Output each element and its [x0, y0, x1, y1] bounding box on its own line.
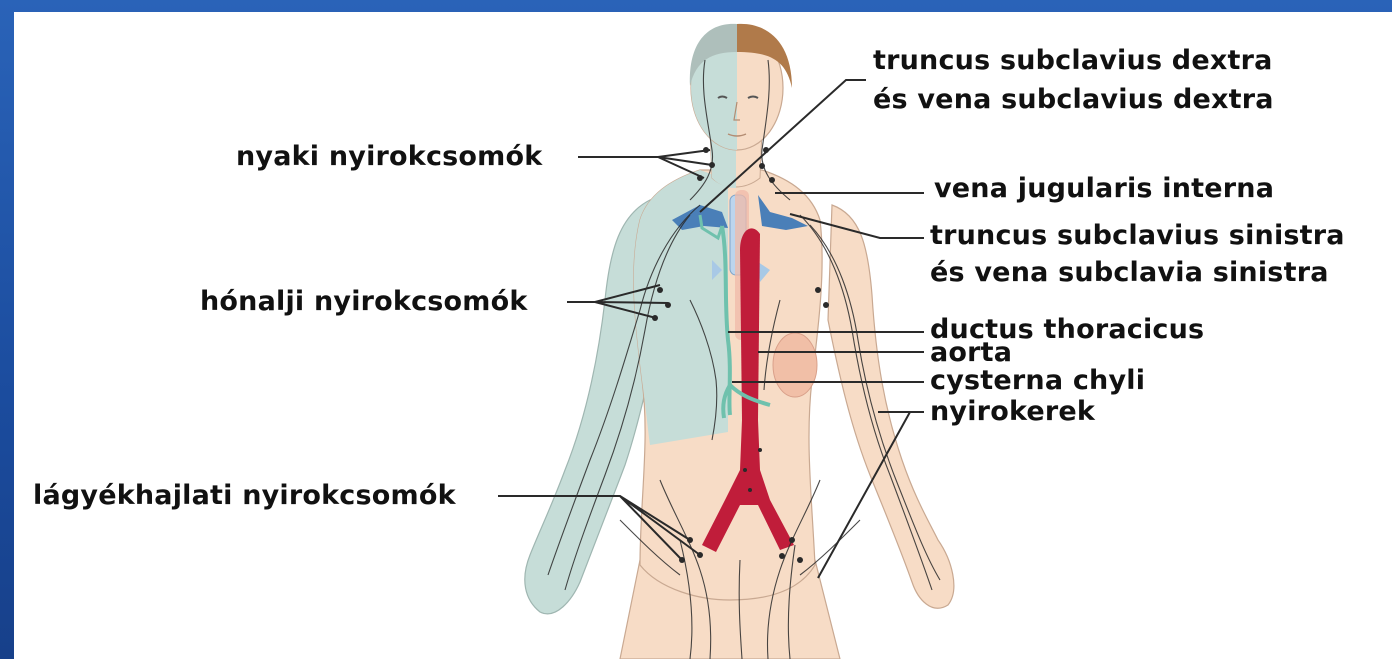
- label-lymph-vessels: nyirokerek: [930, 396, 1095, 427]
- label-left-subclavian-line2: és vena subclavia sinistra: [930, 257, 1329, 288]
- label-cisterna-chyli: cysterna chyli: [930, 365, 1145, 396]
- label-right-subclavian-line2: és vena subclavius dextra: [873, 84, 1274, 115]
- label-left-subclavian-line1: truncus subclavius sinistra: [930, 220, 1345, 251]
- label-aorta: aorta: [930, 337, 1012, 368]
- stomach: [773, 333, 817, 397]
- label-inguinal-nodes: lágyékhajlati nyirokcsomók: [33, 480, 456, 511]
- label-neck-nodes: nyaki nyirokcsomók: [236, 141, 542, 172]
- label-axillary-nodes: hónalji nyirokcsomók: [200, 286, 528, 317]
- label-right-subclavian-line1: truncus subclavius dextra: [873, 45, 1273, 76]
- label-jugular-vein: vena jugularis interna: [934, 173, 1274, 204]
- aorta-vessel: [740, 228, 760, 420]
